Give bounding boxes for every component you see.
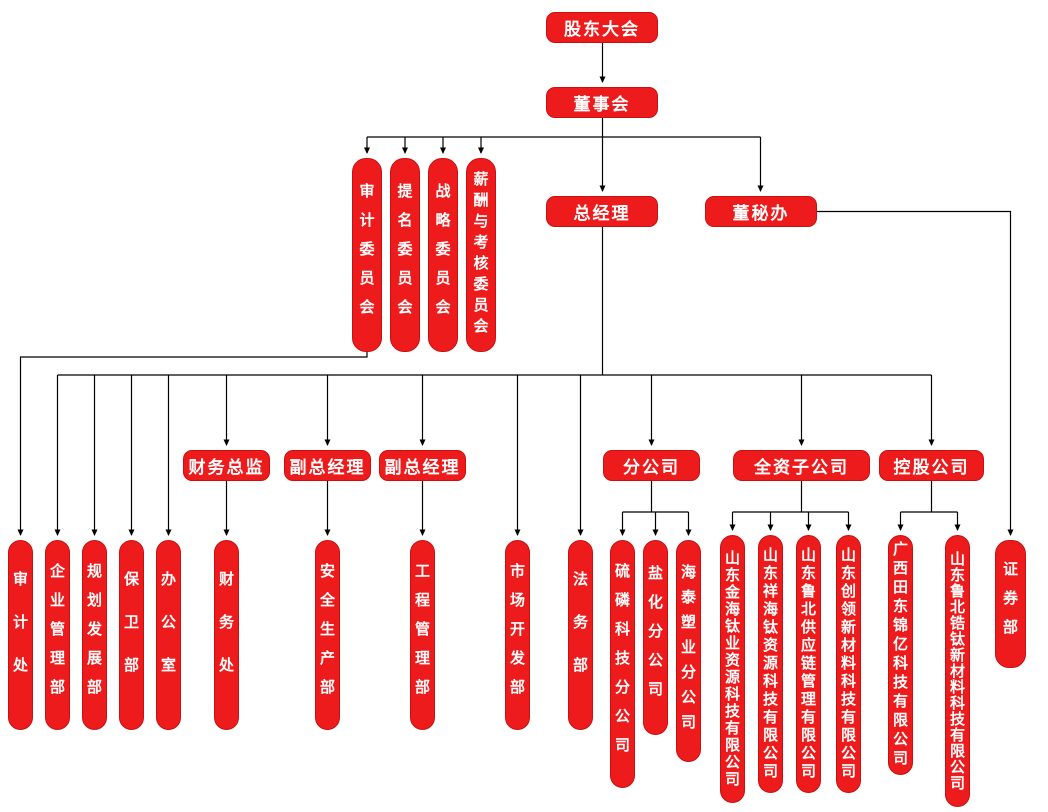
node-finance-director: 财务总监 — [183, 450, 270, 481]
node-sulfur-phosphorus-tech-branch: 硫磷科技分公司 — [610, 540, 635, 788]
node-haitai-plastics-branch: 海泰塑业分公司 — [676, 540, 701, 762]
node-lubei-zirconium-titanium-company: 山东鲁北锆钛新材料科技有限公司 — [945, 535, 970, 807]
node-salt-chemical-branch: 盐化分公司 — [643, 540, 668, 735]
node-board-secretary-office: 董秘办 — [705, 196, 817, 227]
node-jinhai-titanium-company: 山东金海钛业资源科技有限公司 — [720, 535, 745, 803]
node-xianghai-titanium-company: 山东祥海钛资源科技有限公司 — [758, 535, 783, 793]
node-market-development-dept: 市场开发部 — [505, 540, 530, 730]
node-shareholders-meeting: 股东大会 — [546, 12, 658, 43]
node-legal-dept: 法务部 — [568, 540, 593, 730]
node-nomination-committee: 提名委员会 — [390, 158, 420, 352]
node-chuangling-new-materials-company: 山东创领新材料科技有限公司 — [836, 535, 861, 793]
node-audit-office: 审计处 — [8, 540, 33, 730]
node-securities-dept: 证券部 — [995, 540, 1026, 668]
node-general-office: 办公室 — [156, 540, 181, 730]
node-lubei-supply-chain-company: 山东鲁北供应链管理有限公司 — [796, 535, 821, 793]
node-safety-production-dept: 安全生产部 — [315, 540, 340, 730]
node-deputy-general-manager-1: 副总经理 — [284, 450, 371, 481]
node-board-of-directors: 董事会 — [546, 87, 658, 118]
node-audit-committee: 审计委员会 — [352, 158, 382, 352]
node-holding-company-group: 控股公司 — [879, 450, 984, 481]
node-wholly-owned-subsidiary-group: 全资子公司 — [733, 450, 870, 481]
node-branch-company-group: 分公司 — [603, 450, 700, 481]
node-enterprise-management-dept: 企业管理部 — [45, 540, 70, 730]
node-guangxi-tiandong-jinyi-company: 广西田东锦亿科技有限公司 — [888, 535, 913, 775]
node-deputy-general-manager-2: 副总经理 — [379, 450, 466, 481]
node-finance-office: 财务处 — [214, 540, 239, 730]
node-engineering-management-dept: 工程管理部 — [410, 540, 435, 730]
node-planning-development-dept: 规划发展部 — [82, 540, 107, 730]
node-strategy-committee: 战略委员会 — [428, 158, 458, 352]
node-remuneration-appraisal-committee: 薪酬与考核委员会 — [466, 158, 496, 352]
node-general-manager: 总经理 — [546, 196, 658, 227]
node-security-dept: 保卫部 — [119, 540, 144, 730]
